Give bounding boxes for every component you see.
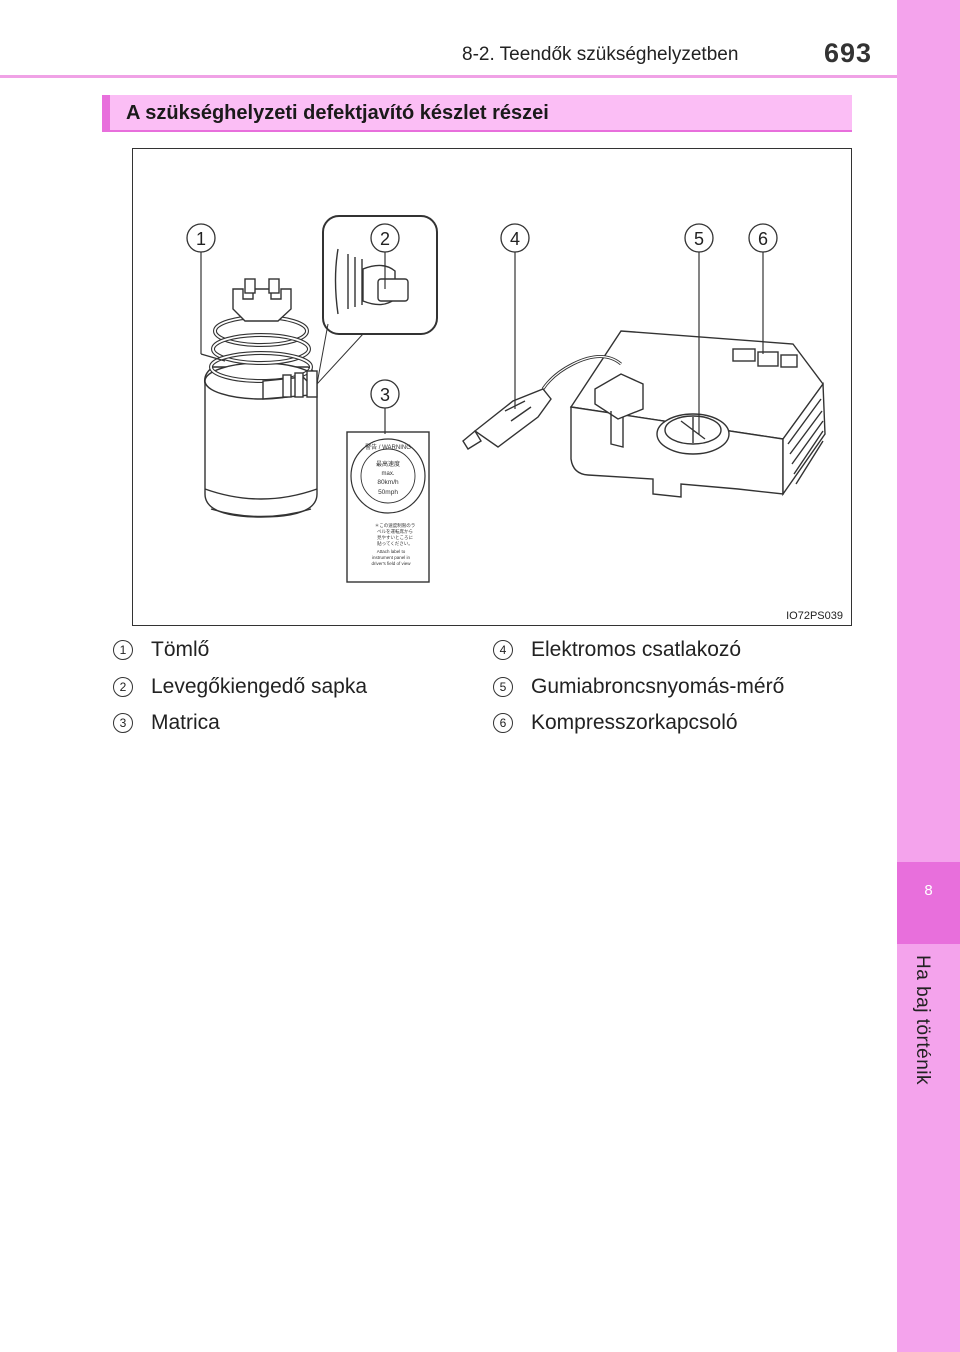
sticker-speed-title: 最高速度 bbox=[376, 460, 400, 468]
valve-cap-detail-inset bbox=[316, 215, 438, 385]
legend-item-6: 6 Kompresszorkapcsoló bbox=[493, 711, 738, 735]
legend-item-4: 4 Elektromos csatlakozó bbox=[493, 638, 741, 662]
callout-3: 3 bbox=[370, 379, 400, 409]
section-title: 8-2. Teendők szükséghelyzetben bbox=[462, 44, 739, 65]
sticker-en-note-3: driver's field of view bbox=[371, 561, 411, 566]
chapter-number-box bbox=[897, 862, 960, 944]
legend-text-5: Gumiabroncsnyomás-mérő bbox=[531, 675, 785, 698]
figure-code: IO72PS039 bbox=[786, 610, 843, 622]
sticker-en-note-2: instrument panel in bbox=[372, 555, 411, 560]
callout-6-text: 6 bbox=[758, 229, 768, 249]
sticker-max: max. bbox=[381, 471, 394, 477]
sticker-jp-note-2: ベルを運転席から bbox=[377, 528, 413, 535]
sealant-bottle-drawing bbox=[203, 278, 318, 518]
sticker-jp-note-3: 見やすいところに bbox=[377, 534, 413, 541]
chapter-number: 8 bbox=[924, 882, 933, 899]
legend-number-6: 6 bbox=[493, 713, 513, 733]
legend-item-1: 1 Tömlő bbox=[113, 638, 209, 662]
callout-4: 4 bbox=[500, 223, 530, 253]
sticker-warning-text: 警告 / WARNING bbox=[365, 443, 411, 451]
legend-text-6: Kompresszorkapcsoló bbox=[531, 711, 738, 734]
legend-number-1: 1 bbox=[113, 640, 133, 660]
callout-1-text: 1 bbox=[196, 229, 206, 249]
sticker-jp-note-1: ＊この速度制限のラ bbox=[375, 522, 416, 529]
callout-5-text: 5 bbox=[694, 229, 704, 249]
section-heading: A szükséghelyzeti defektjavító készlet r… bbox=[126, 102, 549, 124]
speed-limit-sticker-drawing: 警告 / WARNING 最高速度 max. 80km/h 50mph ＊この速… bbox=[346, 431, 430, 583]
sticker-mph: 50mph bbox=[378, 489, 398, 496]
sticker-jp-note-4: 貼ってください。 bbox=[377, 540, 413, 547]
legend-number-5: 5 bbox=[493, 677, 513, 697]
legend-number-4: 4 bbox=[493, 640, 513, 660]
sticker-kmh: 80km/h bbox=[377, 479, 399, 486]
legend-number-3: 3 bbox=[113, 713, 133, 733]
chapter-title: Ha baj történik bbox=[912, 955, 933, 1086]
callout-4-text: 4 bbox=[510, 229, 520, 249]
callout-5: 5 bbox=[684, 223, 714, 253]
callout-2: 2 bbox=[370, 223, 400, 253]
callout-6: 6 bbox=[748, 223, 778, 253]
callout-1: 1 bbox=[186, 223, 216, 253]
legend-text-4: Elektromos csatlakozó bbox=[531, 638, 742, 661]
chapter-side-tab: 8 Ha baj történik bbox=[897, 0, 960, 1352]
leader-line-1b bbox=[200, 353, 226, 362]
legend-item-2: 2 Levegőkiengedő sapka bbox=[113, 675, 367, 699]
legend-text-3: Matrica bbox=[151, 711, 220, 734]
legend-item-3: 3 Matrica bbox=[113, 711, 220, 735]
legend-number-2: 2 bbox=[113, 677, 133, 697]
repair-kit-illustration: 警告 / WARNING 最高速度 max. 80km/h 50mph ＊この速… bbox=[132, 148, 852, 626]
callout-3-text: 3 bbox=[380, 385, 390, 405]
legend-text-2: Levegőkiengedő sapka bbox=[151, 675, 368, 698]
sticker-en-note-1: Attach label to bbox=[377, 549, 406, 554]
header-divider bbox=[0, 75, 897, 78]
compressor-drawing bbox=[462, 330, 826, 498]
heading-underline bbox=[102, 130, 852, 132]
legend-text-1: Tömlő bbox=[151, 638, 210, 661]
callout-2-text: 2 bbox=[380, 229, 390, 249]
page-number: 693 bbox=[824, 38, 873, 68]
legend-item-5: 5 Gumiabroncsnyomás-mérő bbox=[493, 675, 784, 699]
section-heading-bar: A szükséghelyzeti defektjavító készlet r… bbox=[102, 95, 852, 131]
